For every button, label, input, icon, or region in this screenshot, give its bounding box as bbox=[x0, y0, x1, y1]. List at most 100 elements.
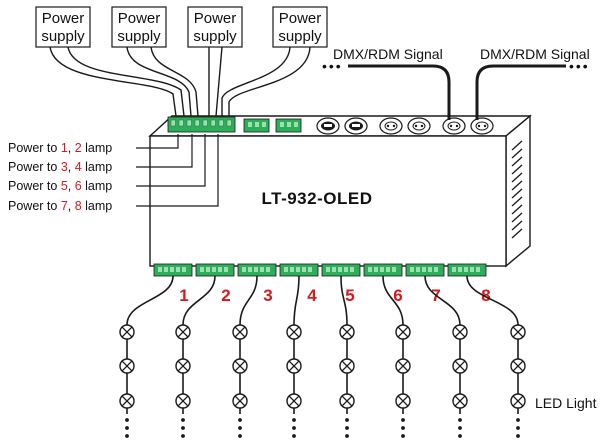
bulb-cross-icon bbox=[452, 393, 468, 409]
chain-continuation-dots bbox=[345, 418, 349, 438]
lamp-chain-4 bbox=[286, 275, 302, 438]
lamp-chain-7 bbox=[424, 275, 468, 438]
output-terminals bbox=[153, 263, 487, 277]
output-terminal-1 bbox=[153, 263, 193, 277]
network-port-1 bbox=[316, 117, 340, 135]
output-wire bbox=[293, 275, 300, 326]
output-number-3: 3 bbox=[263, 286, 272, 305]
power-supply-line2: supply bbox=[193, 28, 237, 45]
bulb-cross-icon bbox=[119, 393, 135, 409]
power-input-terminal bbox=[167, 116, 236, 133]
bulb-cross-icon bbox=[395, 324, 411, 340]
output-number-6: 6 bbox=[393, 286, 402, 305]
power-label-leaders bbox=[136, 134, 219, 207]
power-supply-line2: supply bbox=[41, 28, 85, 45]
bulb-cross-icon bbox=[510, 324, 526, 340]
bulb-cross-icon bbox=[175, 324, 191, 340]
output-wire bbox=[466, 275, 519, 326]
dmx-signal-label-left: DMX/RDM Signal bbox=[333, 46, 443, 62]
power-supply-box-4: Power supply bbox=[272, 6, 328, 48]
output-number-4: 4 bbox=[307, 286, 317, 305]
power-label-7-8: Power to 7, 8 lamp bbox=[8, 199, 112, 213]
dmx-continuation-dots-right: ••• bbox=[569, 58, 590, 74]
chain-continuation-dots bbox=[238, 418, 242, 438]
chain-continuation-dots bbox=[181, 418, 185, 438]
power-supply-line1: Power bbox=[194, 10, 237, 27]
bulb-cross-icon bbox=[339, 393, 355, 409]
output-wire bbox=[239, 275, 258, 326]
power-supply-line1: Power bbox=[42, 10, 85, 27]
bulb-cross-icon bbox=[175, 358, 191, 374]
bulb-cross-icon bbox=[510, 393, 526, 409]
led-light-label: LED Light bbox=[535, 395, 597, 411]
bulb-cross-icon bbox=[395, 393, 411, 409]
lamp-chain-1 bbox=[119, 275, 174, 438]
dmx-continuation-dots-left: ••• bbox=[322, 58, 343, 74]
power-supply-line2: supply bbox=[117, 28, 161, 45]
network-port-2 bbox=[344, 117, 368, 135]
output-number-5: 5 bbox=[345, 286, 354, 305]
bulb-cross-icon bbox=[119, 358, 135, 374]
bulb-cross-icon bbox=[232, 393, 248, 409]
bulb-cross-icon bbox=[232, 324, 248, 340]
output-terminal-6 bbox=[363, 263, 403, 277]
bulb-cross-icon bbox=[452, 324, 468, 340]
bulb-cross-icon bbox=[510, 358, 526, 374]
xlr-port-1 bbox=[379, 117, 403, 135]
lamp-chain-5 bbox=[339, 275, 355, 438]
bulb-cross-icon bbox=[339, 324, 355, 340]
dmx-signal-cables bbox=[348, 64, 566, 120]
output-wire bbox=[340, 275, 348, 326]
bulb-cross-icon bbox=[286, 358, 302, 374]
power-supply-boxes: Power supply Power supply Power supply P… bbox=[35, 6, 328, 48]
aux-terminal-1 bbox=[243, 118, 270, 133]
device-vents bbox=[511, 140, 523, 239]
bulb-cross-icon bbox=[395, 358, 411, 374]
power-supply-line1: Power bbox=[279, 10, 322, 27]
power-supply-box-3: Power supply bbox=[187, 6, 243, 48]
bulb-cross-icon bbox=[286, 324, 302, 340]
chain-continuation-dots bbox=[401, 418, 405, 438]
output-terminal-7 bbox=[405, 263, 445, 277]
bulb-cross-icon bbox=[175, 393, 191, 409]
power-label-5-6: Power to 5, 6 lamp bbox=[8, 179, 112, 193]
lamp-chain-3 bbox=[232, 275, 258, 438]
power-labels: Power to 1, 2 lamp Power to 3, 4 lamp Po… bbox=[8, 141, 112, 213]
chain-continuation-dots bbox=[125, 418, 129, 438]
xlr-port-2 bbox=[407, 117, 431, 135]
lamp-chain-2 bbox=[175, 275, 216, 438]
output-terminal-2 bbox=[195, 263, 235, 277]
power-supply-line2: supply bbox=[278, 28, 322, 45]
output-terminal-3 bbox=[237, 263, 277, 277]
power-supply-line1: Power bbox=[118, 10, 161, 27]
power-cables bbox=[49, 46, 311, 117]
device-model-name: LT-932-OLED bbox=[262, 189, 373, 208]
power-supply-box-2: Power supply bbox=[111, 6, 167, 48]
bulb-cross-icon bbox=[286, 393, 302, 409]
output-wire bbox=[424, 275, 461, 326]
power-label-1-2: Power to 1, 2 lamp bbox=[8, 141, 112, 155]
chain-continuation-dots bbox=[458, 418, 462, 438]
output-wire bbox=[182, 275, 216, 326]
controller-device: LT-932-OLED bbox=[148, 114, 532, 277]
lamp-chain-8 bbox=[466, 275, 526, 438]
lamp-chain-6 bbox=[382, 275, 411, 438]
device-side-face bbox=[505, 114, 531, 268]
output-wire bbox=[382, 275, 404, 326]
chain-continuation-dots bbox=[292, 418, 296, 438]
dmx-signal-labels: DMX/RDM Signal DMX/RDM Signal ••• ••• bbox=[322, 46, 590, 74]
output-terminal-5 bbox=[321, 263, 361, 277]
output-number-1: 1 bbox=[179, 286, 188, 305]
output-number-8: 8 bbox=[481, 286, 490, 305]
aux-terminal-2 bbox=[275, 118, 302, 133]
dmx-port-1 bbox=[442, 117, 466, 135]
dmx-port-2 bbox=[470, 117, 494, 135]
dmx-signal-label-right: DMX/RDM Signal bbox=[480, 46, 590, 62]
bulb-cross-icon bbox=[452, 358, 468, 374]
bulb-cross-icon bbox=[339, 358, 355, 374]
output-number-2: 2 bbox=[221, 286, 230, 305]
bulb-cross-icon bbox=[119, 324, 135, 340]
bulb-cross-icon bbox=[232, 358, 248, 374]
